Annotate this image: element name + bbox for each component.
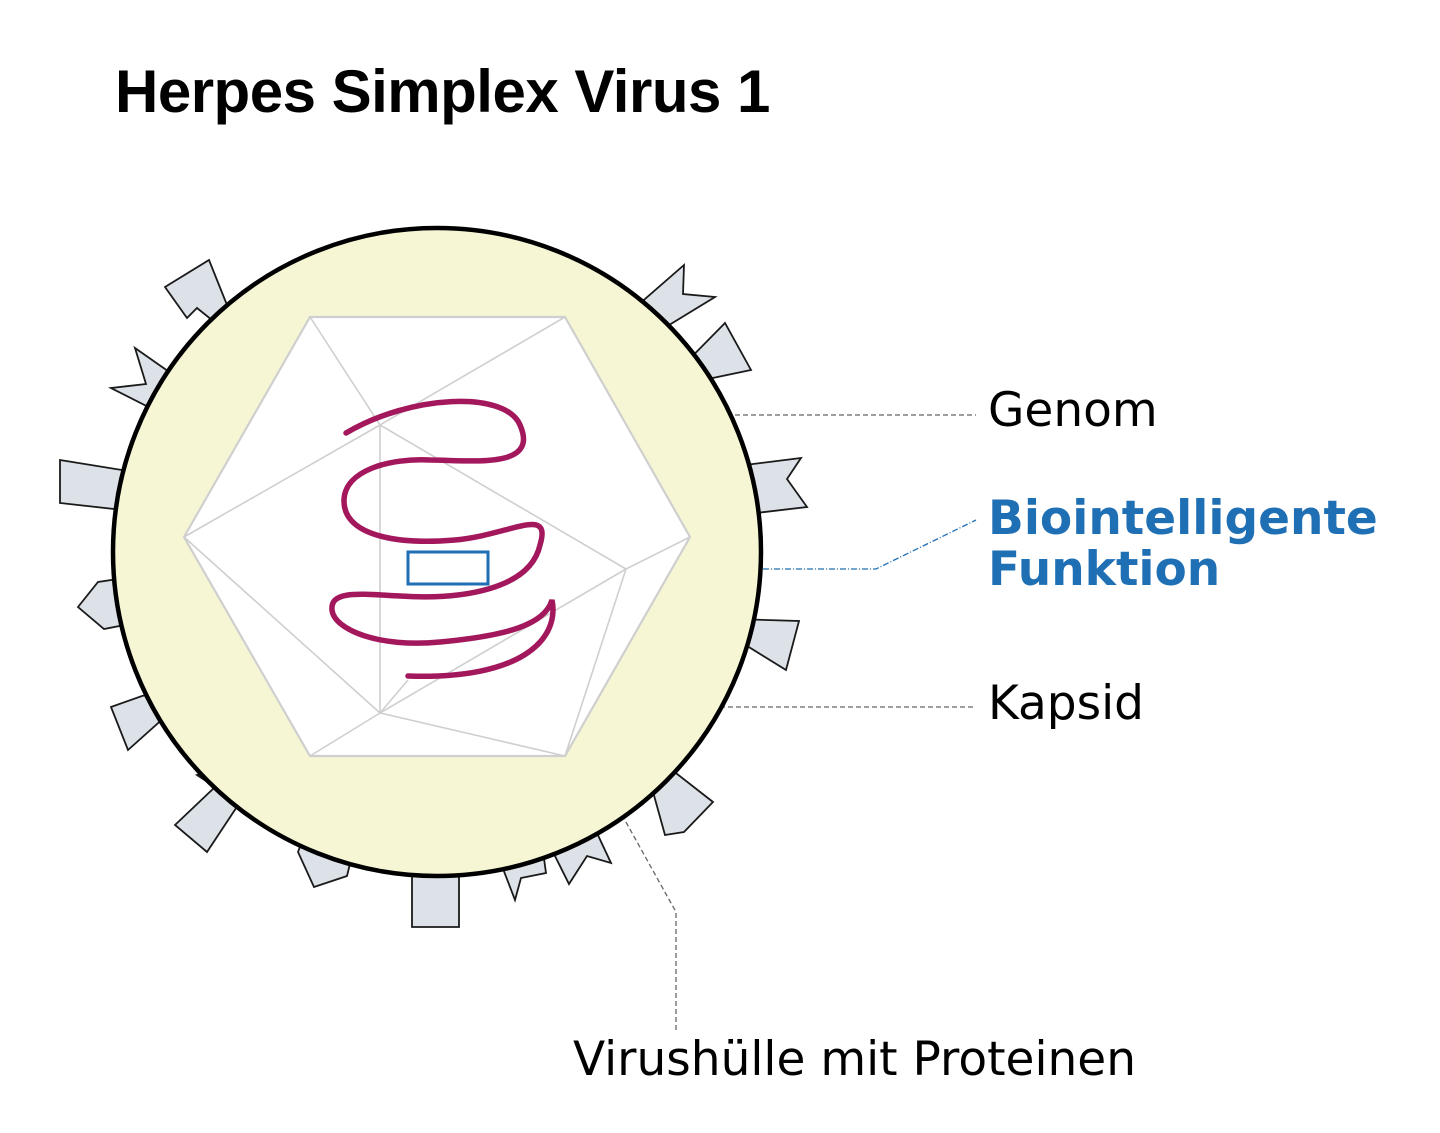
diagram-title: Herpes Simplex Virus 1	[115, 58, 770, 125]
capsid	[182, 315, 692, 758]
biointelligent-label-line-2: Funktion	[988, 541, 1221, 597]
helix-strand-icon	[329, 398, 556, 679]
biointelligent-function-label: Biointelligente Funktion	[988, 491, 1378, 597]
genome-label: Genom	[988, 383, 1158, 438]
capsid-label: Kapsid	[988, 676, 1145, 731]
envelope-label: Virushülle mit Proteinen	[573, 1032, 1136, 1087]
biointelligent-label-line-1: Biointelligente	[988, 491, 1378, 546]
rectangle-marker-icon	[406, 550, 490, 586]
envelope-leader-line	[621, 814, 677, 1030]
capsid-facets	[183, 316, 691, 757]
